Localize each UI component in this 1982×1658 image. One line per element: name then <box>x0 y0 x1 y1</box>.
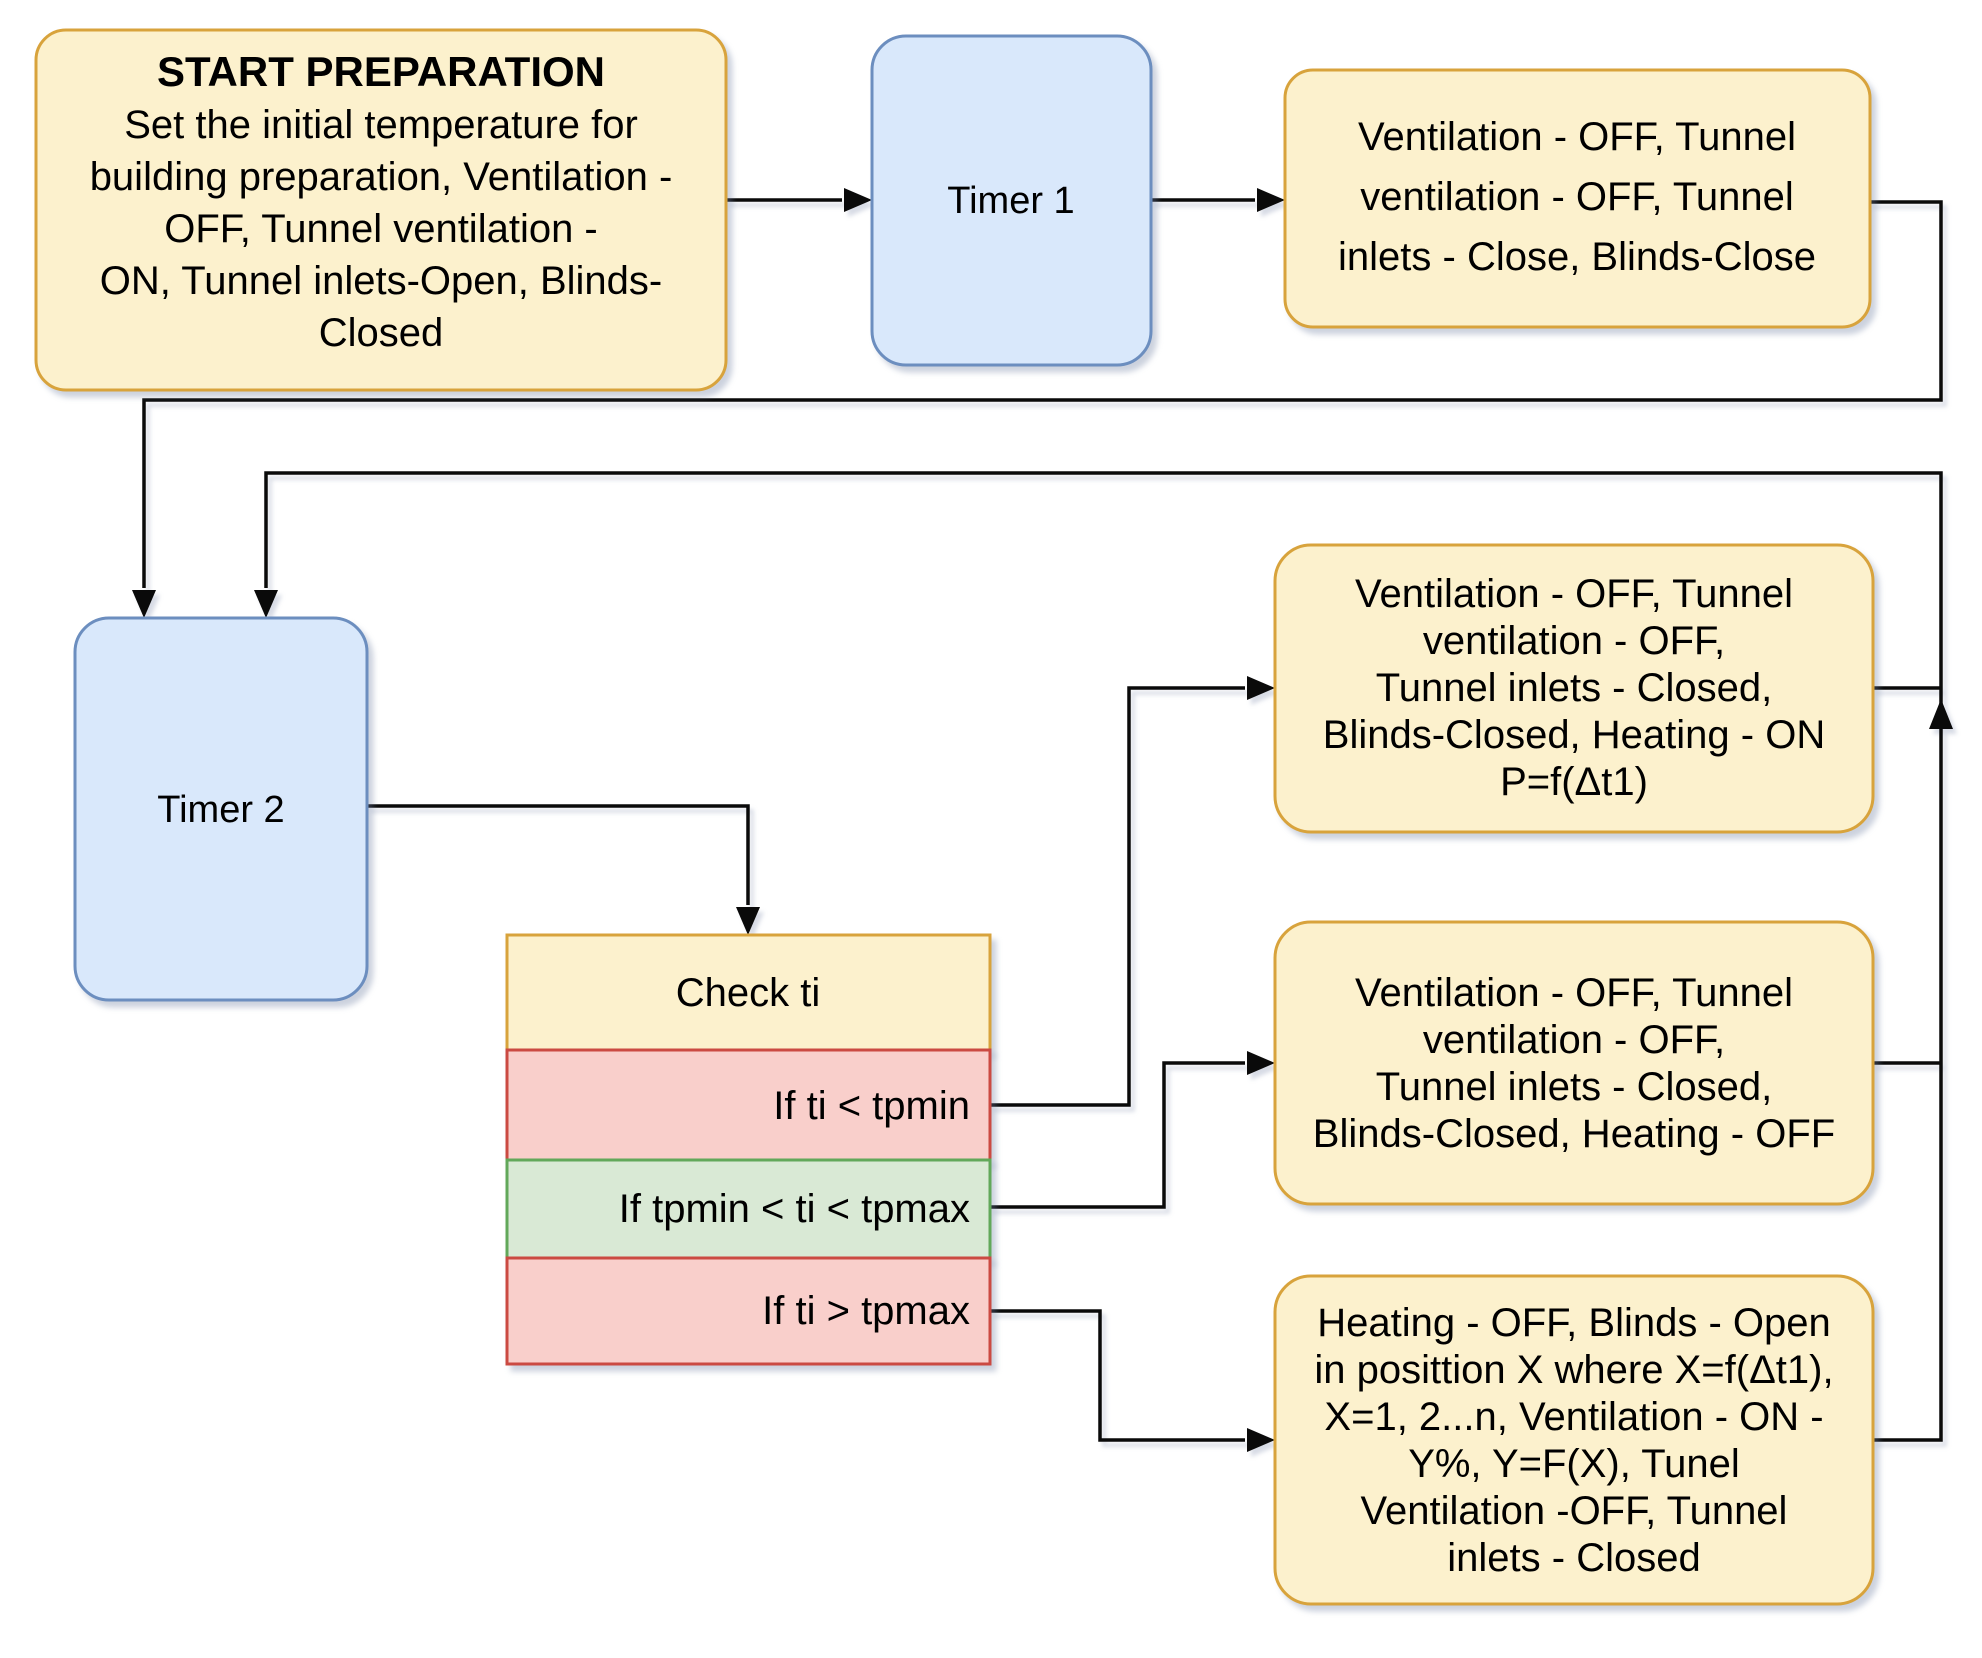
node-ventilation-off-close: Ventilation - OFF, Tunnel ventilation - … <box>1283 68 1872 329</box>
blinds-open-box-shape <box>1273 1274 1875 1606</box>
edge-timer2-to-check <box>367 804 750 905</box>
start-box-shape <box>34 28 728 392</box>
start-line-3: OFF, Tunnel ventilation - <box>164 207 598 251</box>
heating-on-line-1: Ventilation - OFF, Tunnel <box>1355 572 1793 616</box>
heating-on-line-2: ventilation - OFF, <box>1423 619 1725 663</box>
arrowhead-into-timer2-left <box>132 590 156 618</box>
edge-branch-high-to-blinds-open <box>990 1309 1245 1442</box>
start-line-4: ON, Tunnel inlets-Open, Blinds- <box>100 259 662 303</box>
after-timer1-line-3: inlets - Close, Blinds-Close <box>1338 235 1816 279</box>
decision-check-ti: Check ti If ti < tpmin If tpmin < ti < t… <box>505 933 992 1366</box>
connectors <box>132 188 1953 1452</box>
arrowhead-into-heating-off <box>1247 1051 1275 1075</box>
edge-branch-mid-to-heating-off <box>990 1061 1245 1209</box>
blinds-open-line-5: Ventilation -OFF, Tunnel <box>1361 1489 1788 1533</box>
edge-state-to-timer2-loop <box>142 200 1943 588</box>
node-blinds-open-ventilation-on: Heating - OFF, Blinds - Open in posittio… <box>1273 1274 1875 1606</box>
heating-on-box-shape <box>1273 543 1875 834</box>
arrowhead-into-check <box>736 907 760 935</box>
node-heating-off: Ventilation - OFF, Tunnel ventilation - … <box>1273 920 1875 1206</box>
branch-ti-below-tpmin-shape <box>505 1048 992 1162</box>
heating-on-line-5: P=f(Δt1) <box>1500 760 1648 804</box>
blinds-open-line-1: Heating - OFF, Blinds - Open <box>1317 1301 1831 1345</box>
start-line-2: building preparation, Ventilation - <box>90 155 673 199</box>
edge-merge-return-to-timer2 <box>264 471 1943 1442</box>
timer2-box-shape <box>73 616 369 1002</box>
node-heating-on: Ventilation - OFF, Tunnel ventilation - … <box>1273 543 1875 834</box>
heating-off-line-3: Tunnel inlets - Closed, <box>1376 1065 1772 1109</box>
blinds-open-line-6: inlets - Closed <box>1447 1536 1700 1580</box>
blinds-open-line-3: X=1, 2...n, Ventilation - ON - <box>1324 1395 1823 1439</box>
heating-on-line-4: Blinds-Closed, Heating - ON <box>1323 713 1825 757</box>
branch-ti-in-range-label: If tpmin < ti < tpmax <box>619 1187 970 1231</box>
heating-off-line-4: Blinds-Closed, Heating - OFF <box>1313 1112 1835 1156</box>
start-line-5: Closed <box>319 311 444 355</box>
arrowhead-into-heating-on <box>1247 676 1275 700</box>
branch-ti-above-tpmax-shape <box>505 1256 992 1366</box>
branch-ti-below-tpmin-label: If ti < tpmin <box>773 1084 970 1128</box>
heating-off-line-2: ventilation - OFF, <box>1423 1018 1725 1062</box>
arrowhead-merge-up <box>1929 699 1953 729</box>
arrowhead-into-timer2-right <box>254 590 278 618</box>
heating-on-line-3: Tunnel inlets - Closed, <box>1376 666 1772 710</box>
node-timer-1: Timer 1 <box>870 34 1153 367</box>
heating-off-line-1: Ventilation - OFF, Tunnel <box>1355 971 1793 1015</box>
arrowhead-into-blinds-open <box>1247 1428 1275 1452</box>
after-timer1-line-1: Ventilation - OFF, Tunnel <box>1358 115 1796 159</box>
timer2-label: Timer 2 <box>157 789 284 831</box>
arrowhead-into-timer1 <box>844 188 872 212</box>
check-header-shape <box>505 933 992 1052</box>
start-title: START PREPARATION <box>157 48 605 95</box>
start-line-1: Set the initial temperature for <box>124 103 638 147</box>
node-start-preparation: START PREPARATION Set the initial temper… <box>34 28 728 392</box>
check-header-label: Check ti <box>676 971 821 1015</box>
after-timer1-box-shape <box>1283 68 1872 329</box>
node-timer-2: Timer 2 <box>73 616 369 1002</box>
blinds-open-line-2: in posittion X where X=f(Δt1), <box>1314 1348 1833 1392</box>
branch-ti-in-range-shape <box>505 1158 992 1260</box>
timer1-label: Timer 1 <box>947 180 1074 222</box>
timer1-box-shape <box>870 34 1153 367</box>
arrowhead-into-state-box <box>1257 188 1285 212</box>
blinds-open-line-4: Y%, Y=F(X), Tunel <box>1408 1442 1740 1486</box>
after-timer1-line-2: ventilation - OFF, Tunnel <box>1360 175 1794 219</box>
edge-branch-low-to-heating-on <box>990 686 1245 1107</box>
heating-off-box-shape <box>1273 920 1875 1206</box>
branch-ti-above-tpmax-label: If ti > tpmax <box>762 1289 970 1333</box>
